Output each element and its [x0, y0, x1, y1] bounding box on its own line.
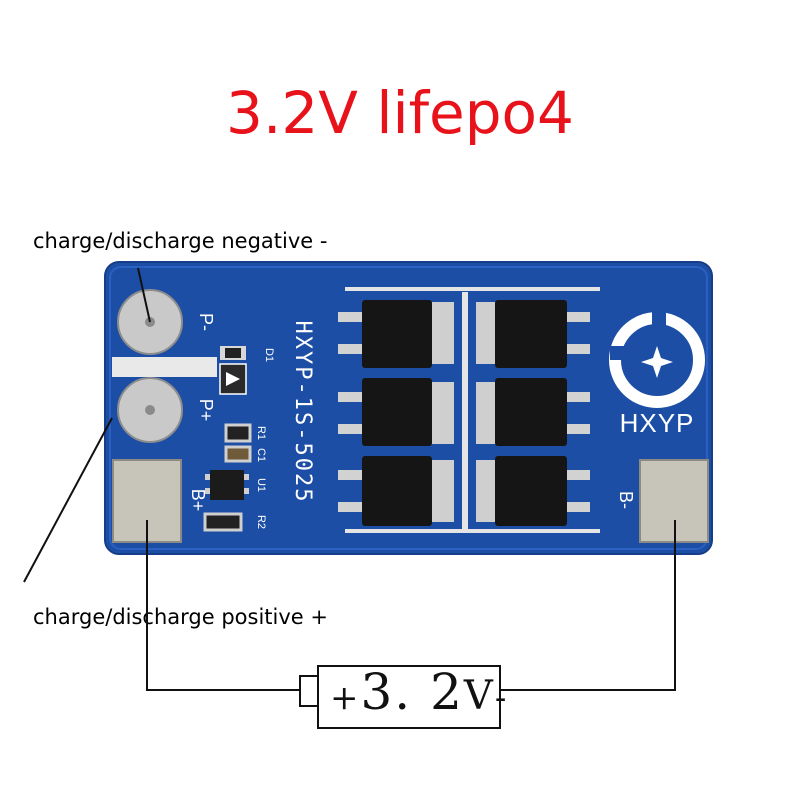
brand-logo-icon: [609, 312, 705, 408]
wire-negative: [500, 520, 676, 691]
mosfet: [338, 378, 454, 446]
mosfet: [476, 456, 590, 526]
brand-text: HXYP: [620, 408, 695, 438]
label-u1: U1: [255, 478, 267, 492]
mosfet-frame-top: [345, 287, 600, 291]
ic-u1: U1: [205, 470, 267, 500]
mosfet-divider: [462, 292, 468, 530]
mosfet: [476, 378, 590, 446]
model-silkscreen: HXYP-1S-5025: [290, 321, 315, 504]
p-plus-pad: [117, 377, 183, 443]
resistor-r2: R2: [203, 512, 267, 532]
label-r1: R1: [255, 426, 267, 440]
diode-d1: D1: [219, 346, 275, 395]
mosfet: [338, 456, 454, 526]
title-text: 3.2V lifepo4: [226, 79, 574, 147]
label-c1: C1: [255, 448, 267, 462]
mosfet-frame-bottom: [345, 529, 600, 533]
caption-positive: charge/discharge positive +: [33, 605, 328, 629]
pointer-positive: [23, 417, 113, 583]
label-d1: D1: [263, 348, 275, 362]
mosfet: [476, 300, 590, 368]
caption-negative: charge/discharge negative -: [33, 229, 328, 253]
label-p-minus: P-: [196, 313, 216, 331]
mosfet: [338, 300, 454, 368]
pointer-negative: [137, 267, 151, 323]
label-b-minus: B-: [616, 491, 636, 509]
battery-unit: V: [463, 673, 495, 719]
capacitor-c1: C1: [224, 445, 267, 463]
wire-positive: [146, 520, 300, 691]
resistor-r1: R1: [224, 423, 267, 443]
battery-minus: -: [494, 678, 509, 718]
battery-symbol-icon: [299, 665, 501, 729]
battery-voltage: 3. 2: [360, 663, 464, 721]
page-title: 3.2V lifepo4: [0, 78, 800, 148]
label-r2: R2: [255, 515, 267, 529]
battery-plus: +: [330, 678, 361, 718]
label-p-plus: P+: [196, 399, 216, 422]
label-b-plus: B+: [188, 489, 208, 512]
board-slot: [112, 357, 217, 377]
battery-label: +3. 2V-: [330, 662, 508, 728]
